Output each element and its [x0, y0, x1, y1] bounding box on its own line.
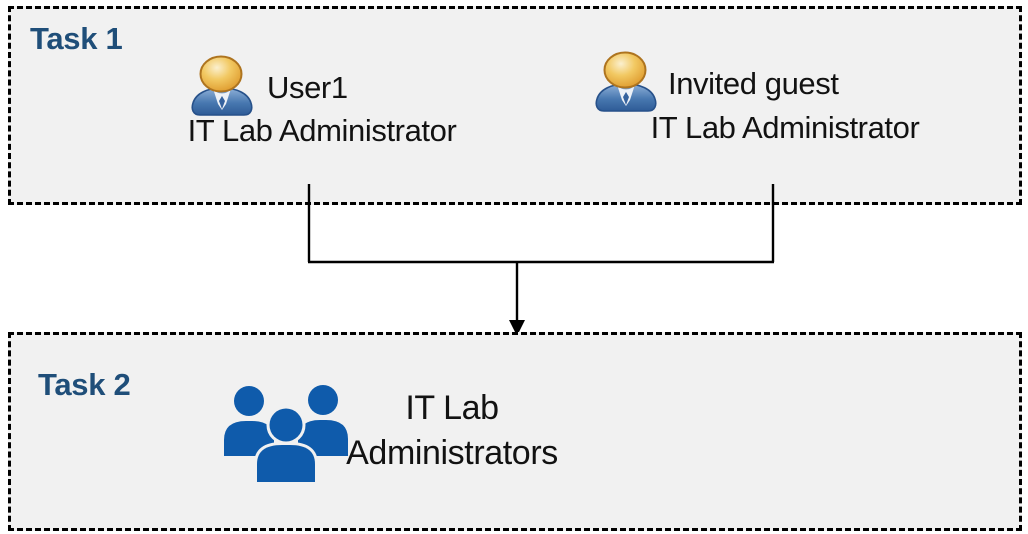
person-role: IT Lab Administrator — [187, 113, 457, 148]
group-name: IT Lab Administrators — [242, 386, 662, 476]
user-icon — [595, 51, 657, 112]
person-name: User1 — [267, 70, 348, 105]
group-name-line2: Administrators — [346, 434, 558, 472]
people-group-icon — [224, 385, 348, 484]
task1-box: Task 1 — [8, 6, 1022, 205]
task1-label: Task 1 — [30, 21, 123, 56]
group-name-line1: IT Lab — [405, 389, 499, 427]
task2-box: Task 2 IT Lab Administrators — [8, 332, 1022, 531]
person-name: Invited guest — [668, 66, 839, 101]
user-icon — [191, 55, 253, 116]
task2-label: Task 2 — [38, 367, 131, 402]
person-role: IT Lab Administrator — [650, 110, 920, 145]
